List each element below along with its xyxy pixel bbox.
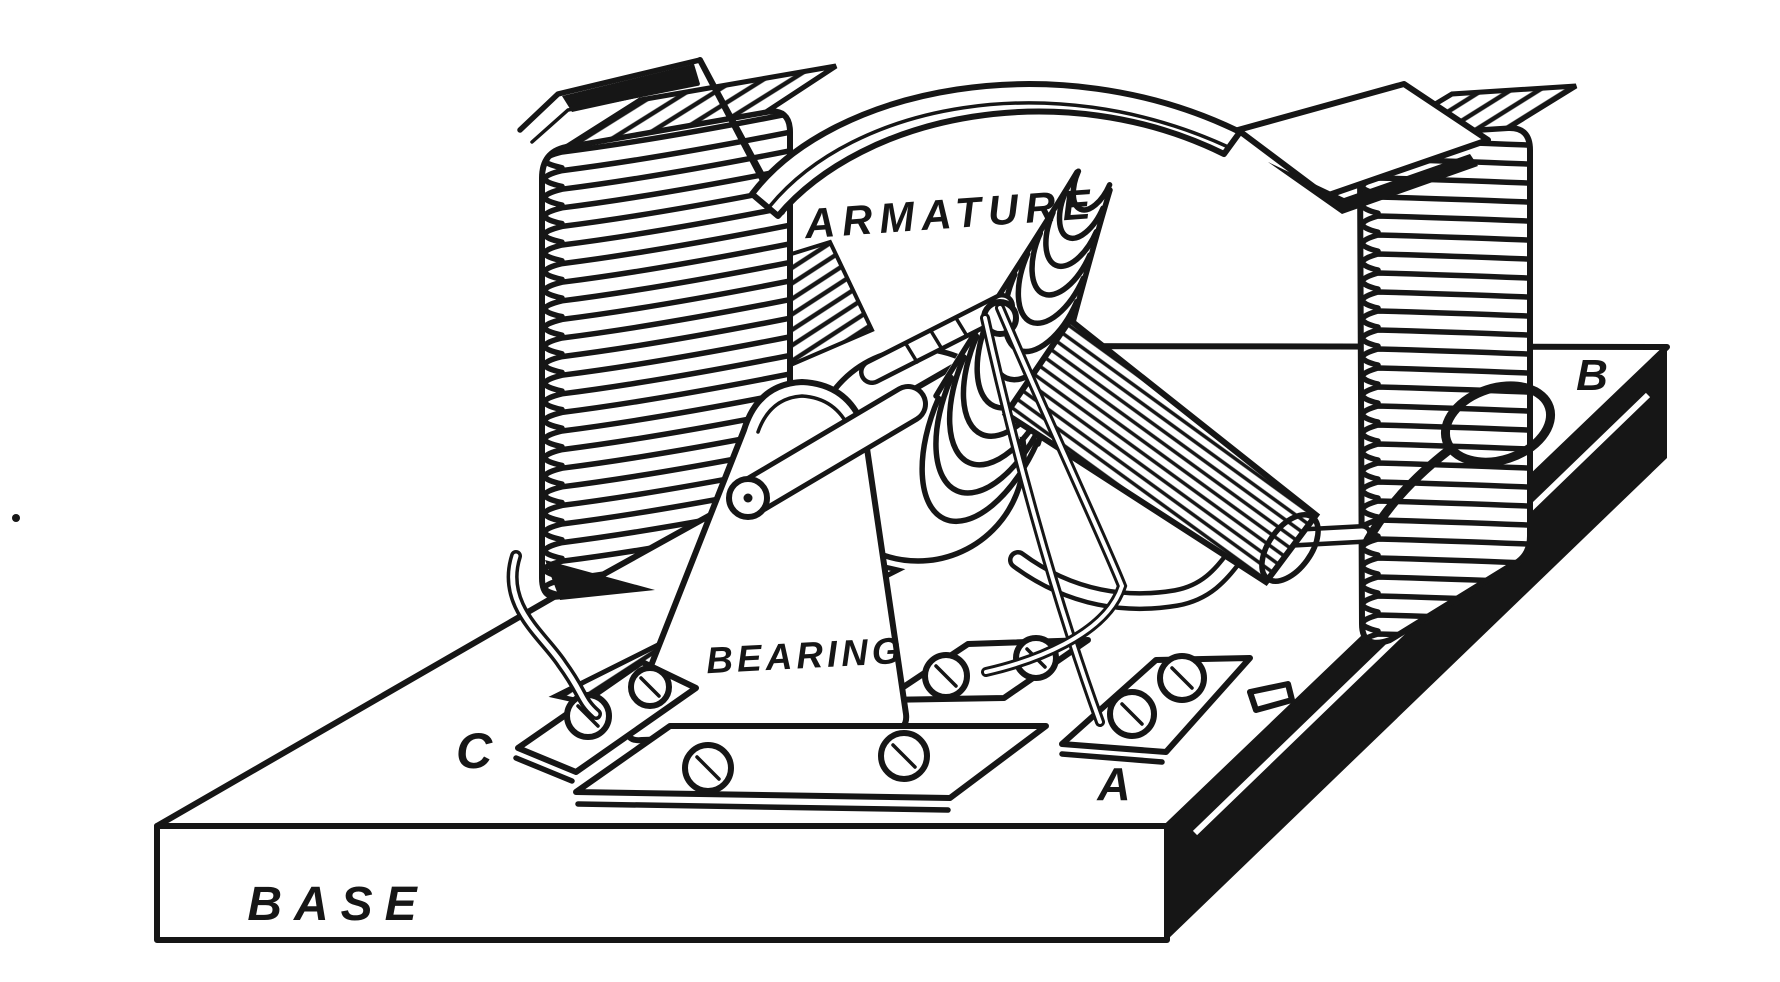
screw-slot	[639, 676, 661, 698]
bearing-foot-plate	[573, 723, 1049, 813]
wire-field-to-c	[510, 553, 599, 717]
terminal-a-label: A	[1096, 758, 1130, 810]
wiring	[506, 303, 1128, 727]
shaft-tip-center	[743, 493, 753, 503]
terminal-strip-a-tab	[1247, 681, 1295, 713]
ink-speck	[12, 514, 20, 522]
yoke-arch-inner-line	[768, 101, 1228, 208]
screw-slot	[576, 704, 600, 728]
left-coil-top-face	[564, 63, 838, 150]
wire-brush-to-mid	[984, 306, 1125, 674]
pedestal-boss-line	[756, 394, 852, 434]
screw-slot	[695, 755, 721, 781]
terminal-strip-c-edge	[513, 755, 575, 784]
yoke-left-shadow	[562, 64, 700, 112]
left-coil-turns	[542, 111, 790, 597]
foot-plate-edge	[575, 801, 951, 813]
terminal-strip-c	[513, 659, 699, 784]
commutator-segments	[904, 316, 969, 364]
armature-upper-coil-edge-left	[933, 169, 1080, 399]
terminal-strip-a-edge	[1059, 751, 1165, 765]
base-label: BASE	[247, 878, 428, 931]
terminal-b-label: B	[1576, 351, 1608, 400]
field-coil-left	[539, 63, 838, 600]
terminal-c-label: C	[456, 723, 493, 779]
motor-shaft	[726, 384, 928, 520]
yoke-arch-strap	[749, 81, 1243, 219]
screw-slot	[1120, 702, 1144, 726]
screw-slot	[1170, 666, 1194, 690]
binding-post-b	[1363, 381, 1556, 545]
wire-brush-to-a	[983, 316, 1102, 724]
screw-slot	[934, 664, 958, 688]
screw-slot	[891, 743, 917, 769]
shaft-rod	[741, 389, 923, 509]
wire-field-to-b	[1363, 445, 1454, 545]
terminal-strip-a	[1059, 653, 1295, 765]
base-slab	[154, 343, 1670, 943]
left-coil-foot	[545, 560, 655, 600]
armature-lower-coil-endcap	[1259, 512, 1321, 584]
yoke-right-shadow	[1268, 154, 1478, 214]
yoke-left-band-outer	[517, 57, 703, 133]
yoke-right-panel	[1235, 81, 1491, 199]
wire-loop-b	[1440, 381, 1556, 467]
